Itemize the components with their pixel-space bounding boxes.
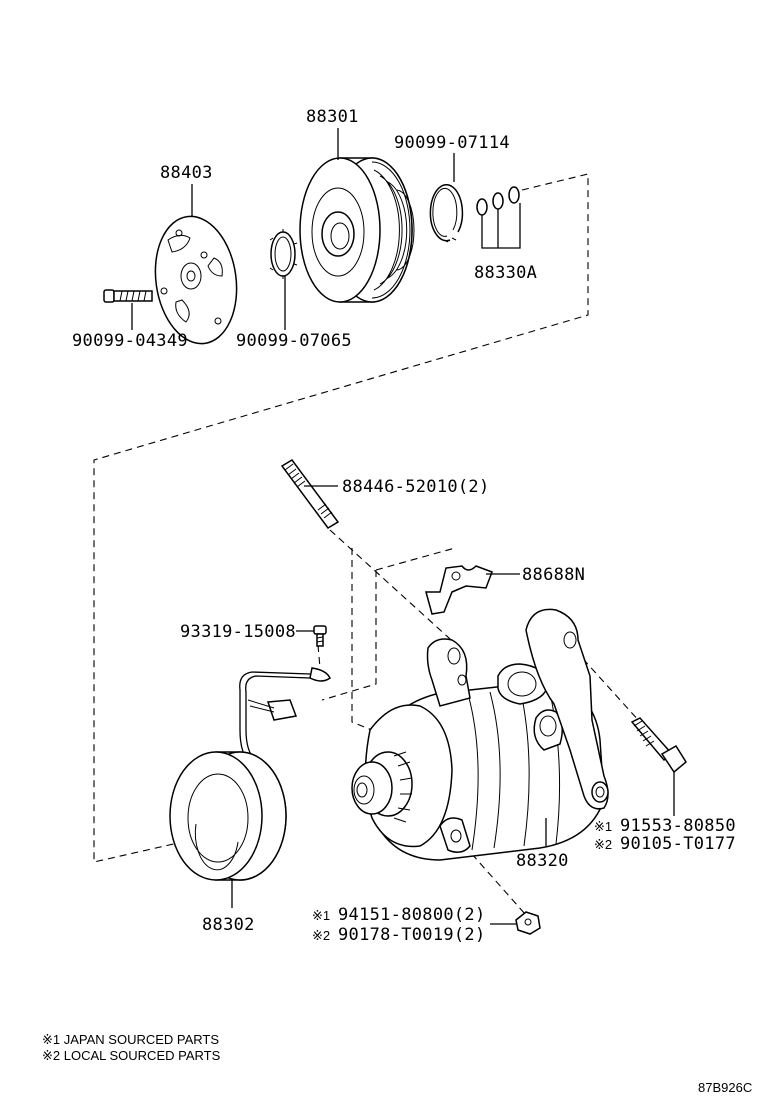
- part-label-91553: 91553-80850: [620, 816, 736, 836]
- source-mark-1: ※1: [594, 819, 612, 834]
- part-label-90105: 90105-T0177: [620, 834, 736, 854]
- leader-lines: [131, 128, 675, 925]
- stud-bolt: [280, 459, 340, 529]
- compressor-bolt: [630, 717, 687, 774]
- note-japan-sourced: ※1 JAPAN SOURCED PARTS: [42, 1032, 219, 1047]
- part-label-88301: 88301: [306, 107, 359, 127]
- part-label-88302: 88302: [202, 915, 255, 935]
- part-label-90099-04349: 90099-04349: [72, 331, 188, 351]
- snap-ring: [429, 183, 464, 243]
- shim-ring: [269, 229, 298, 279]
- part-label-94151: 94151-80800(2): [338, 905, 486, 925]
- coil-wire: [239, 667, 331, 767]
- part-label-90099-07065: 90099-07065: [236, 331, 352, 351]
- part-label-90099-07114: 90099-07114: [394, 133, 510, 153]
- part-label-88320: 88320: [516, 851, 569, 871]
- shim-set: [476, 186, 520, 216]
- illustration-code: 87B926C: [698, 1080, 752, 1095]
- source-mark-2: ※2: [594, 837, 612, 852]
- ground-screw: [313, 625, 327, 647]
- part-labels: 88301 88403 90099-07114 88330A 90099-043…: [72, 107, 736, 945]
- part-label-88688n: 88688N: [522, 565, 585, 585]
- part-label-88330a: 88330A: [474, 263, 537, 283]
- source-mark-1: ※1: [312, 908, 330, 923]
- compressor-nut: [515, 911, 541, 935]
- source-mark-2: ※2: [312, 928, 330, 943]
- pulley: [299, 157, 415, 303]
- part-label-90178: 90178-T0019(2): [338, 925, 486, 945]
- field-coil: [169, 751, 287, 881]
- compressor: [351, 608, 609, 861]
- bracket: [425, 565, 493, 615]
- note-local-sourced: ※2 LOCAL SOURCED PARTS: [42, 1048, 221, 1063]
- hub-bolt: [103, 289, 153, 303]
- part-label-88403: 88403: [160, 163, 213, 183]
- part-label-93319: 93319-15008: [180, 622, 296, 642]
- clutch-hub-plate: [154, 215, 238, 345]
- part-label-88446: 88446-52010(2): [342, 477, 490, 497]
- legend-notes: ※1 JAPAN SOURCED PARTS ※2 LOCAL SOURCED …: [42, 1032, 221, 1063]
